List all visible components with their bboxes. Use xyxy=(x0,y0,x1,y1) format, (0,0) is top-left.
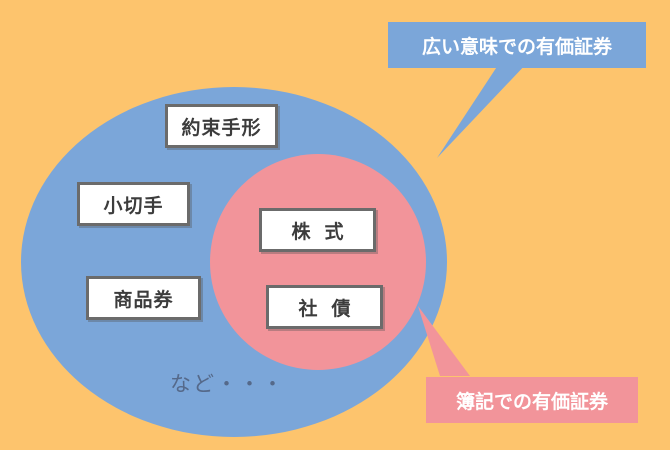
etc-text: など・・・ xyxy=(170,372,285,396)
bookkeeping-securities-circle xyxy=(210,154,426,370)
broad-securities-label: 広い意味での有価証券 xyxy=(388,22,646,68)
gift-certificate-box: 商品券 xyxy=(86,276,201,320)
promissory-note-box: 約束手形 xyxy=(165,104,278,148)
bond-box: 社債 xyxy=(266,285,383,329)
broad-callout-pointer xyxy=(437,62,528,158)
bookkeeping-securities-label: 簿記での有価証券 xyxy=(426,377,638,423)
bookkeeping-callout-pointer xyxy=(418,306,470,376)
stock-box: 株式 xyxy=(259,208,376,252)
check-box: 小切手 xyxy=(77,182,190,226)
